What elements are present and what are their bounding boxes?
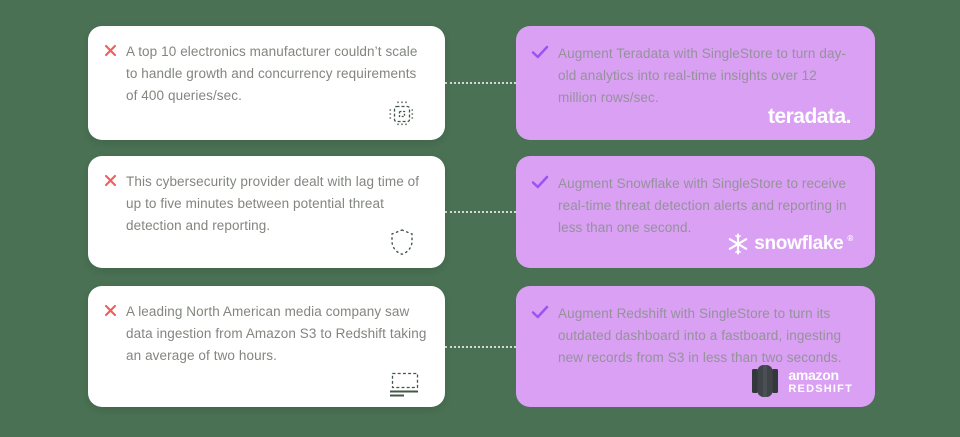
x-icon (104, 304, 117, 322)
snowflake-wordmark: snowflake (754, 233, 844, 254)
solution-text: Augment Snowflake with SingleStore to re… (558, 176, 847, 235)
problem-card-cybersecurity: This cybersecurity provider dealt with l… (88, 156, 445, 268)
comparison-row-teradata: A top 10 electronics manufacturer couldn… (88, 26, 875, 140)
comparison-row-redshift: A leading North American media company s… (88, 286, 875, 407)
solution-card-snowflake: Augment Snowflake with SingleStore to re… (516, 156, 875, 268)
amazon-redshift-logo: amazon REDSHIFT (750, 363, 853, 399)
connector-dotted-line (445, 345, 516, 348)
problem-text: A leading North American media company s… (126, 304, 427, 363)
solution-text: Augment Redshift with SingleStore to tur… (558, 306, 842, 365)
problem-card-media: A leading North American media company s… (88, 286, 445, 407)
problem-text: This cybersecurity provider dealt with l… (126, 174, 420, 233)
problem-text: A top 10 electronics manufacturer couldn… (126, 44, 418, 103)
snowflake-logo: snowflake ® (726, 232, 853, 256)
chip-icon (387, 99, 417, 129)
shield-icon (389, 228, 415, 256)
solution-card-teradata: Augment Teradata with SingleStore to tur… (516, 26, 875, 140)
monitor-icon (387, 371, 421, 398)
redshift-wordmark: REDSHIFT (788, 382, 853, 395)
connector-dotted-line (445, 211, 516, 213)
connector-dotted-line (445, 82, 516, 84)
check-icon (531, 45, 549, 64)
amazon-wordmark: amazon (788, 366, 839, 383)
registered-mark: ® (847, 233, 853, 243)
x-icon (104, 44, 117, 62)
teradata-logo: teradata. (767, 105, 852, 128)
solution-card-redshift: Augment Redshift with SingleStore to tur… (516, 286, 875, 407)
check-icon (531, 305, 549, 324)
snowflake-icon (726, 232, 750, 256)
redshift-database-icon (750, 363, 780, 399)
x-icon (104, 174, 117, 192)
check-icon (531, 175, 549, 194)
comparison-row-snowflake: This cybersecurity provider dealt with l… (88, 156, 875, 268)
problem-card-electronics: A top 10 electronics manufacturer couldn… (88, 26, 445, 140)
solution-text: Augment Teradata with SingleStore to tur… (558, 46, 847, 105)
